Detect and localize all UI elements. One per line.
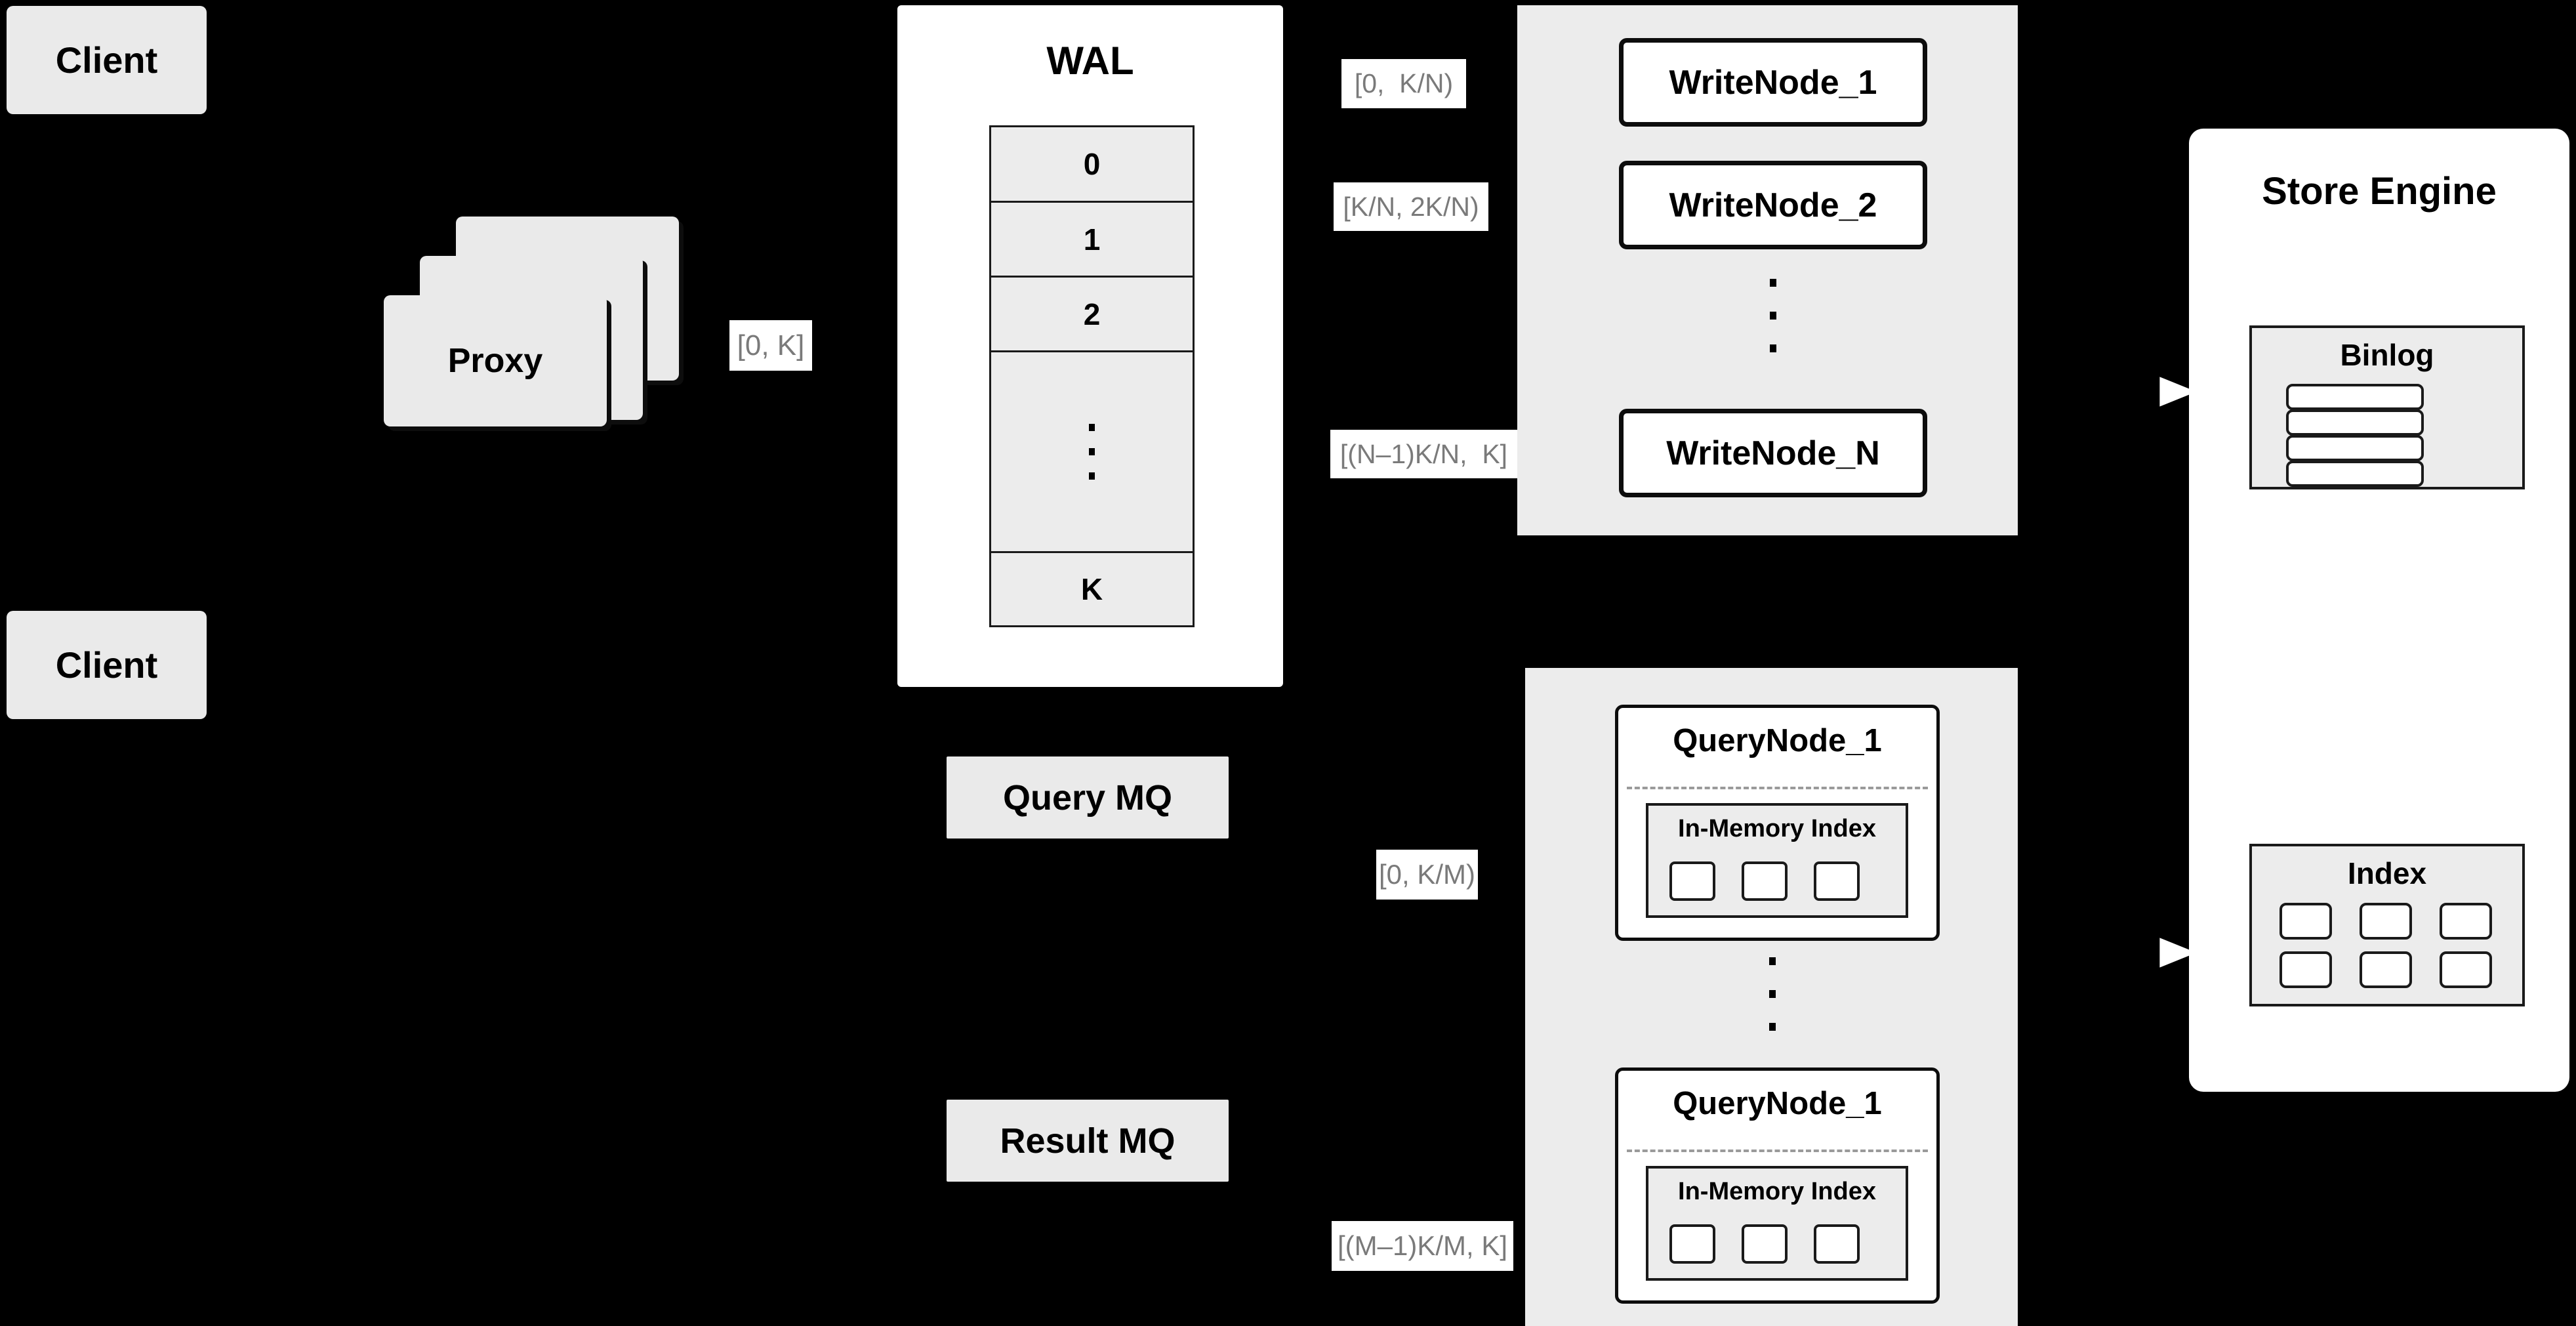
index-cell[interactable] — [1669, 1224, 1715, 1264]
binlog-row[interactable] — [2286, 409, 2424, 436]
edge-label-text: [(M–1)K/M, K] — [1337, 1230, 1508, 1261]
edge-label-text: [0, K/M) — [1378, 859, 1476, 890]
binlog-row[interactable] — [2286, 384, 2424, 410]
index-cell[interactable] — [2280, 951, 2332, 988]
in-memory-index-box: In-Memory Index — [1646, 1166, 1908, 1281]
binlog-panel: Binlog — [2249, 325, 2525, 489]
edge-label-text: [0, K] — [737, 329, 805, 362]
edge-label-text: [K/N, 2K/N) — [1343, 191, 1479, 222]
query-node-title: QueryNode_1 — [1673, 723, 1882, 758]
store-engine-title: Store Engine — [2262, 170, 2497, 213]
query-node-divider — [1627, 787, 1928, 789]
index-cell[interactable] — [1669, 861, 1715, 901]
index-cell[interactable] — [1742, 861, 1788, 901]
write-node-1[interactable]: WriteNode_1 — [1619, 38, 1927, 127]
wal-row[interactable]: K — [991, 553, 1193, 625]
index-cell[interactable] — [1742, 1224, 1788, 1264]
wal-row-label: K — [1080, 572, 1103, 606]
ellipsis-dot — [1770, 279, 1776, 287]
client-box-1[interactable]: Client — [7, 6, 207, 114]
index-cell[interactable] — [2280, 903, 2332, 940]
edge-label-write-node-2: [K/N, 2K/N) — [1334, 182, 1488, 231]
write-node-2[interactable]: WriteNode_2 — [1619, 161, 1927, 249]
store-engine-container: Store Engine Binlog Index — [2189, 129, 2569, 1092]
binlog-title: Binlog — [2340, 338, 2434, 372]
index-cell[interactable] — [2440, 903, 2492, 940]
binlog-row[interactable] — [2286, 435, 2424, 461]
index-cell[interactable] — [1814, 861, 1860, 901]
write-group-ellipsis — [1770, 279, 1776, 352]
client-box-2[interactable]: Client — [7, 611, 207, 719]
edge-label-text: [(N–1)K/N, K] — [1339, 438, 1508, 469]
ellipsis-dot — [1089, 448, 1095, 455]
wal-row-ellipsis — [991, 352, 1193, 553]
write-node-n[interactable]: WriteNode_N — [1619, 409, 1927, 497]
query-node-1[interactable]: QueryNode_1 In-Memory Index — [1615, 705, 1940, 941]
wal-title: WAL — [1046, 39, 1134, 83]
index-title: Index — [2347, 856, 2427, 890]
in-memory-index-box: In-Memory Index — [1646, 803, 1908, 918]
ellipsis-dot — [1769, 957, 1776, 965]
edge-label-query-node-m: [(M–1)K/M, K] — [1332, 1221, 1513, 1271]
proxy-card-front[interactable]: Proxy — [384, 295, 607, 426]
query-mq-box[interactable]: Query MQ — [947, 756, 1229, 839]
edge-label-text: [0, K/N) — [1354, 68, 1454, 98]
client-label: Client — [55, 39, 158, 81]
ellipsis-dot — [1770, 344, 1776, 352]
query-mq-label: Query MQ — [1002, 777, 1173, 818]
wal-row[interactable]: 0 — [991, 127, 1193, 203]
index-panel: Index — [2249, 844, 2525, 1006]
index-cell[interactable] — [2360, 903, 2412, 940]
edge-label-write-node-n: [(N–1)K/N, K] — [1330, 430, 1517, 478]
query-node-m[interactable]: QueryNode_1 In-Memory Index — [1615, 1067, 1940, 1304]
wal-row-label: 0 — [1083, 147, 1101, 181]
edge-label-query-node-1: [0, K/M) — [1376, 850, 1478, 900]
wal-row[interactable]: 2 — [991, 278, 1193, 352]
index-cell[interactable] — [1814, 1224, 1860, 1264]
ellipsis-dot — [1089, 472, 1095, 480]
wal-table: 0 1 2 K — [989, 125, 1195, 627]
edge-label-write-node-1: [0, K/N) — [1341, 59, 1466, 108]
index-cell[interactable] — [2440, 951, 2492, 988]
in-memory-index-title: In-Memory Index — [1678, 1178, 1876, 1205]
write-node-label: WriteNode_1 — [1669, 63, 1877, 102]
wal-row[interactable]: 1 — [991, 203, 1193, 278]
index-cell[interactable] — [2360, 951, 2412, 988]
result-mq-box[interactable]: Result MQ — [947, 1100, 1229, 1182]
wal-container: WAL 0 1 2 K — [897, 5, 1283, 687]
wal-row-label: 1 — [1083, 222, 1101, 257]
write-node-label: WriteNode_2 — [1669, 186, 1877, 224]
in-memory-index-title: In-Memory Index — [1678, 815, 1876, 842]
proxy-label: Proxy — [447, 342, 543, 380]
ellipsis-dot — [1769, 990, 1776, 998]
query-node-divider — [1627, 1150, 1928, 1152]
edge-label-proxy-to-wal: [0, K] — [729, 320, 812, 371]
binlog-row[interactable] — [2286, 461, 2424, 487]
query-node-title: QueryNode_1 — [1673, 1086, 1882, 1121]
proxy-stack[interactable]: Proxy — [384, 217, 692, 433]
wal-row-label: 2 — [1083, 297, 1101, 331]
ellipsis-dot — [1089, 424, 1095, 431]
client-label: Client — [55, 644, 158, 686]
query-group-ellipsis — [1769, 957, 1776, 1031]
write-node-label: WriteNode_N — [1666, 434, 1880, 472]
result-mq-label: Result MQ — [1000, 1121, 1176, 1161]
ellipsis-dot — [1770, 312, 1776, 320]
ellipsis-dot — [1769, 1023, 1776, 1031]
